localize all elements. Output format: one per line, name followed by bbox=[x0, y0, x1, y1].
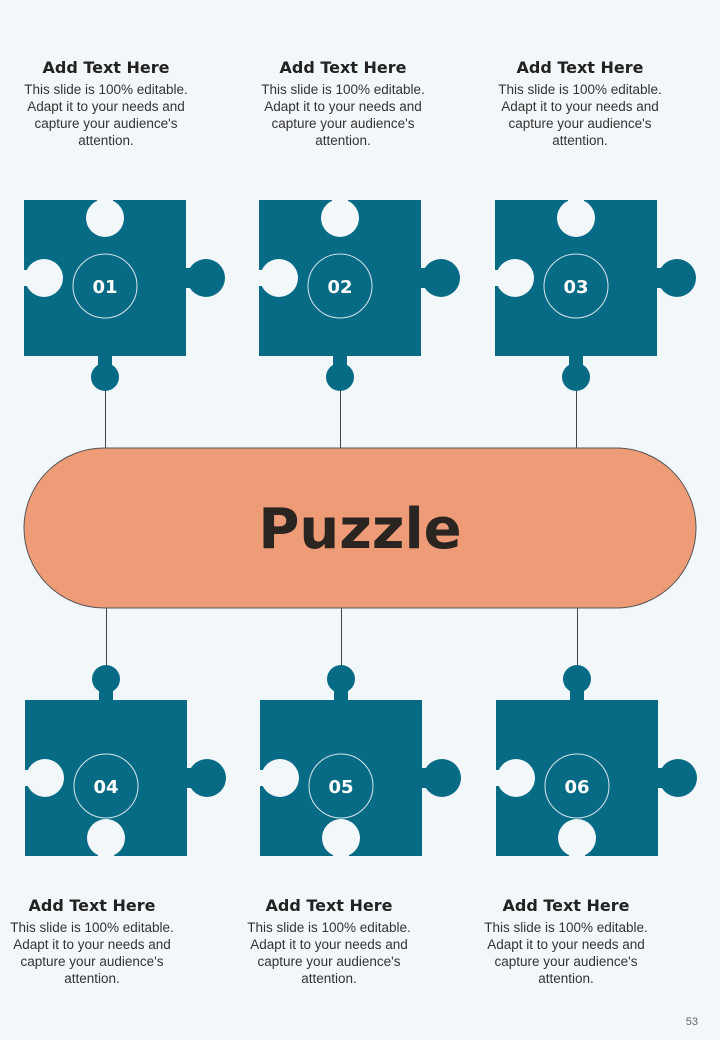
text-block-heading: Add Text Here bbox=[265, 896, 393, 915]
text-block-heading: Add Text Here bbox=[28, 896, 156, 915]
piece-number: 01 bbox=[92, 277, 117, 298]
center-label: Puzzle bbox=[258, 497, 461, 562]
text-block-body: This slide is 100% editable. Adapt it to… bbox=[24, 82, 188, 148]
center-pill bbox=[23, 447, 697, 609]
number-ring bbox=[308, 753, 374, 819]
text-block-06: Add Text Here This slide is 100% editabl… bbox=[476, 896, 656, 987]
puzzle-piece-04: 04 bbox=[24, 665, 226, 857]
number-ring bbox=[72, 253, 138, 319]
text-block-heading: Add Text Here bbox=[279, 58, 407, 77]
puzzle-piece-05: 05 bbox=[259, 665, 461, 857]
text-block-body: This slide is 100% editable. Adapt it to… bbox=[247, 920, 411, 986]
text-block-03: Add Text Here This slide is 100% editabl… bbox=[490, 58, 670, 149]
piece-number: 03 bbox=[563, 277, 588, 298]
piece-number: 02 bbox=[327, 277, 352, 298]
text-block-body: This slide is 100% editable. Adapt it to… bbox=[261, 82, 425, 148]
text-block-heading: Add Text Here bbox=[516, 58, 644, 77]
page-number: 53 bbox=[685, 1016, 698, 1028]
number-ring bbox=[543, 253, 609, 319]
text-block-body: This slide is 100% editable. Adapt it to… bbox=[484, 920, 648, 986]
text-block-heading: Add Text Here bbox=[42, 58, 170, 77]
text-block-body: This slide is 100% editable. Adapt it to… bbox=[10, 920, 174, 986]
text-block-heading: Add Text Here bbox=[502, 896, 630, 915]
text-block-04: Add Text Here This slide is 100% editabl… bbox=[2, 896, 182, 987]
number-ring bbox=[307, 253, 373, 319]
piece-number: 04 bbox=[93, 777, 118, 798]
text-block-01: Add Text Here This slide is 100% editabl… bbox=[16, 58, 196, 149]
number-ring bbox=[544, 753, 610, 819]
text-block-body: This slide is 100% editable. Adapt it to… bbox=[498, 82, 662, 148]
puzzle-piece-06: 06 bbox=[495, 665, 697, 857]
puzzle-piece-02: 02 bbox=[258, 199, 460, 391]
puzzle-piece-03: 03 bbox=[494, 199, 696, 391]
connector-lines bbox=[105, 390, 578, 666]
piece-number: 06 bbox=[564, 777, 589, 798]
piece-number: 05 bbox=[328, 777, 353, 798]
number-ring bbox=[73, 753, 139, 819]
puzzle-piece-01: 01 bbox=[23, 199, 225, 391]
text-block-05: Add Text Here This slide is 100% editabl… bbox=[239, 896, 419, 987]
text-block-02: Add Text Here This slide is 100% editabl… bbox=[253, 58, 433, 149]
